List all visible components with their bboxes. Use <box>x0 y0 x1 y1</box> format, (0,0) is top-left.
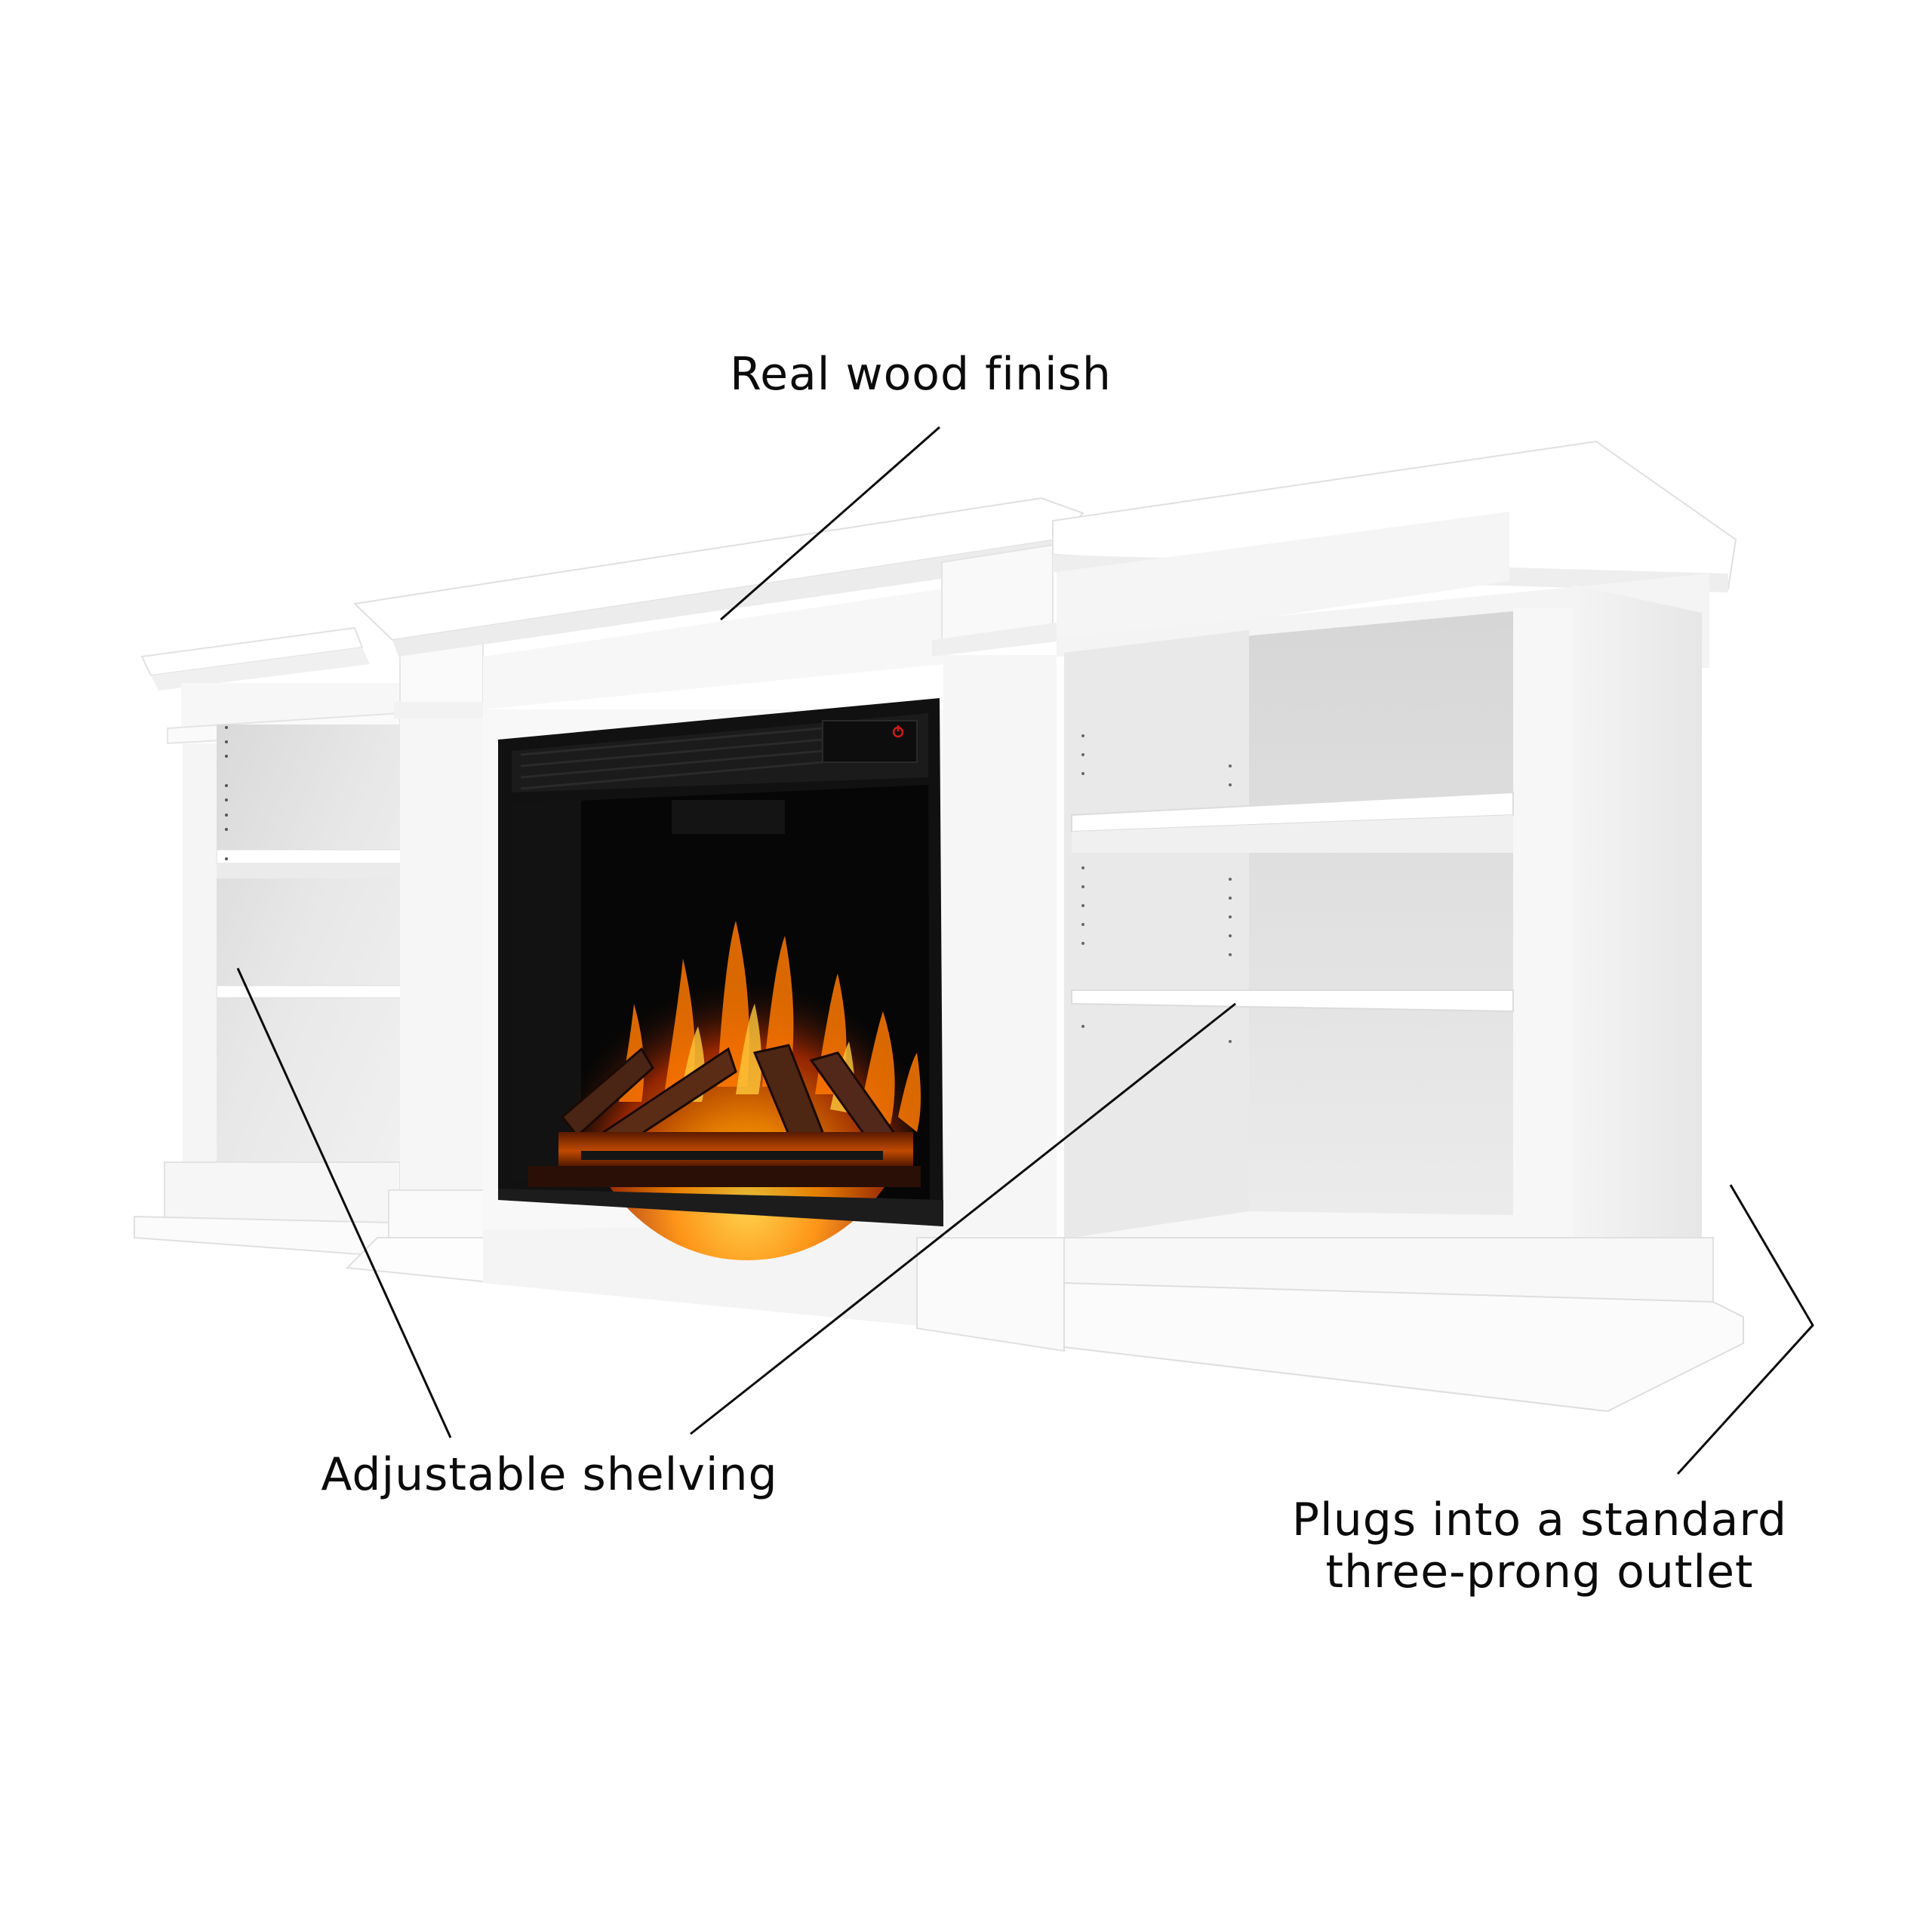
callout-adjustable-shelving: Adjustable shelving <box>321 1448 778 1501</box>
left-cabinet <box>134 626 402 1258</box>
callout-real-wood-finish: Real wood finish <box>730 348 1112 401</box>
callout-bracket-outlet <box>1676 1184 1814 1475</box>
callout-outlet: Plugs into a standard three-prong outlet <box>1268 1494 1811 1598</box>
callout-line-shelving-left <box>236 968 452 1438</box>
callout-outlet-line-1: Plugs into a standard <box>1291 1494 1788 1546</box>
callout-outlet-line-2: three-prong outlet <box>1325 1546 1754 1598</box>
callout-line-wood-finish <box>720 426 940 621</box>
right-cabinet <box>1052 440 1744 1413</box>
callout-line-shelving-right <box>690 1002 1236 1435</box>
right-pillar <box>916 543 1065 1352</box>
log-set <box>528 1044 921 1187</box>
callout-lines <box>236 426 1814 1475</box>
left-pillar <box>345 633 499 1284</box>
power-icon[interactable] <box>892 725 904 738</box>
control-panel[interactable] <box>822 720 918 763</box>
fireplace-insert <box>498 698 943 1260</box>
